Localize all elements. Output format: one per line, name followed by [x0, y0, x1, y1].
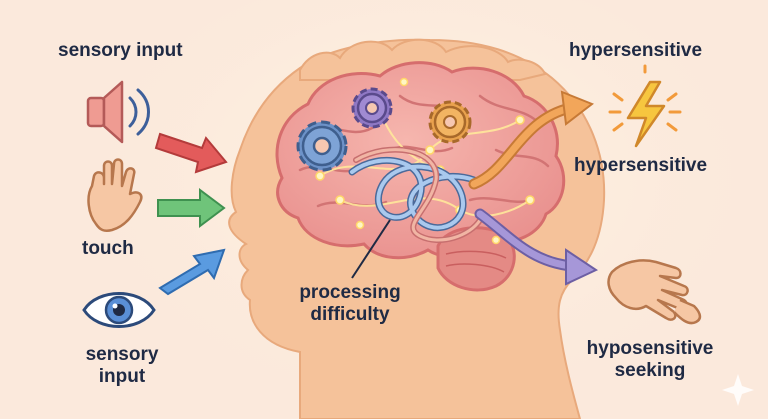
touch-label: touch [82, 238, 134, 259]
reaching-hand-icon [607, 259, 702, 325]
callout-line [351, 219, 391, 279]
sensory-input-line2: input [98, 366, 146, 387]
arrow-to-hypersensitive [468, 90, 595, 190]
gear-icon [351, 87, 393, 129]
eye-icon [82, 292, 156, 328]
sensory-input-label-top: sensory input [58, 40, 183, 61]
tangled-knot [348, 146, 483, 243]
gear-icon [428, 100, 472, 144]
arrow-to-hyposensitive [474, 208, 599, 286]
arrow-blue [158, 248, 226, 296]
hyposensitive-line1: hyposensitive [586, 338, 714, 359]
hypersensitive-label-mid: hypersensitive [574, 155, 708, 176]
speaker-icon [86, 80, 150, 144]
lightning-icon [608, 64, 682, 148]
processing-difficulty-label: processing difficulty [290, 282, 410, 326]
brain [275, 61, 566, 292]
arrow-green [157, 188, 226, 228]
hypersensitive-label-top: hypersensitive [569, 40, 703, 61]
processing-line1: processing [299, 282, 401, 303]
processing-line2: difficulty [310, 304, 390, 325]
gear-icon [296, 120, 348, 172]
arrow-red [154, 132, 228, 174]
sensory-input-line1: sensory [85, 344, 159, 365]
hand-icon [87, 158, 143, 232]
hyposensitive-line2: seeking [614, 360, 686, 381]
sensory-input-label-bottom: sensory input [72, 344, 172, 388]
sparkle-icon [722, 374, 754, 406]
hyposensitive-label: hyposensitive seeking [570, 338, 730, 382]
